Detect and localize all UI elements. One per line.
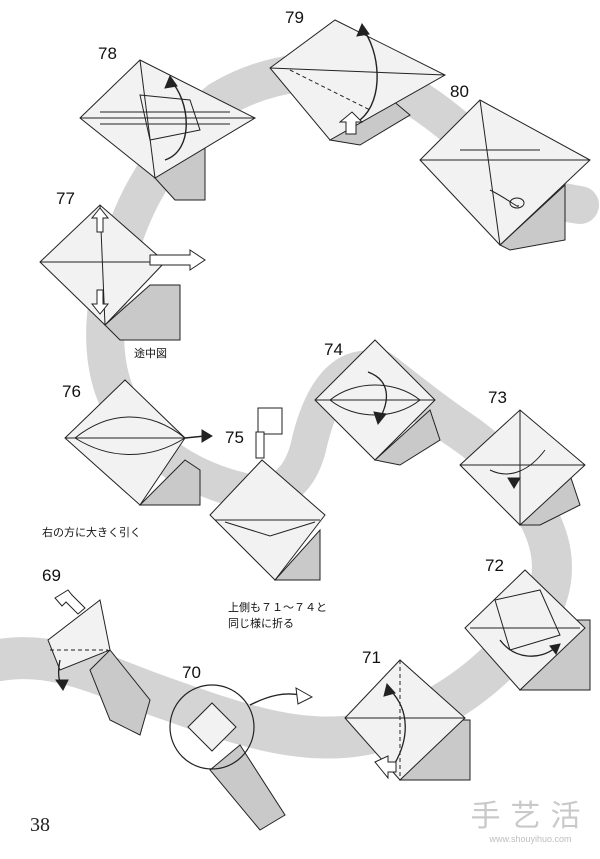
step-number-73: 73 (488, 388, 507, 407)
step-number-72: 72 (485, 556, 504, 575)
step-69-diagram (47, 589, 151, 736)
step-70-diagram (169, 684, 314, 831)
step-78-diagram (79, 59, 257, 201)
step-number-76: 76 (62, 382, 81, 401)
note-upper-side-line-1: 上側も７１～７４と (228, 601, 327, 614)
step-number-75: 75 (225, 428, 244, 447)
step-77-diagram (39, 204, 206, 341)
step-number-71: 71 (362, 648, 381, 667)
step-71-diagram (344, 659, 471, 781)
note-upper-side: 上側も７１～７４と 同じ様に折る (228, 600, 327, 632)
watermark: 手艺活 www.shouyihuo.com (468, 799, 593, 845)
step-number-80: 80 (450, 82, 469, 101)
step-number-70: 70 (182, 663, 201, 682)
step-73-diagram (459, 409, 586, 526)
watermark-url: www.shouyihuo.com (489, 834, 572, 844)
note-upper-side-line-2: 同じ様に折る (228, 617, 294, 630)
step-number-77: 77 (56, 189, 75, 208)
step-79-diagram (269, 19, 447, 146)
step-number-69: 69 (42, 566, 61, 585)
page-number: 38 (30, 814, 50, 836)
step-number-74: 74 (324, 340, 343, 359)
step-75-diagram (209, 407, 326, 581)
note-pull-right: 右の方に大きく引く (42, 526, 141, 539)
step-72-diagram (464, 569, 591, 691)
step-76-diagram (64, 379, 213, 506)
note-intermediate-view: 途中図 (134, 347, 167, 360)
step-74-diagram (314, 339, 441, 466)
step-number-78: 78 (98, 44, 117, 63)
step-number-79: 79 (285, 8, 304, 27)
watermark-glyphs: 手艺活 (470, 799, 591, 834)
step-80-diagram (419, 99, 591, 251)
